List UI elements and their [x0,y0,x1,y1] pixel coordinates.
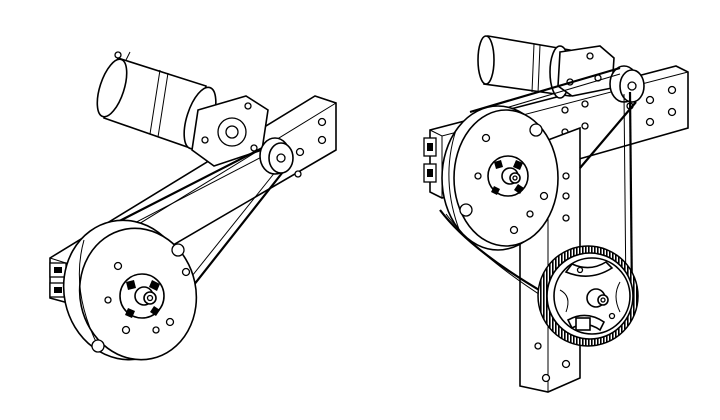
plate-hole [562,214,570,222]
rail-hole [645,95,655,105]
pulley-hole [459,203,473,217]
drive-pulley [259,137,294,175]
pulley-hole [165,317,175,327]
rail-hole [667,85,677,95]
pulley-hole [509,225,519,235]
pulley-hole [181,267,191,277]
plate-hole [561,359,571,369]
pulley-hole [526,210,534,218]
pulley-hole [474,172,482,180]
assembly-right [423,35,689,393]
rail-hole [667,107,677,117]
pulley-hole [481,133,491,143]
hub [119,273,165,319]
rail-hole [317,117,327,127]
motor-mount [557,45,615,97]
pulley-hole [171,243,185,257]
pulley-hole [104,296,112,304]
mount-hole [244,102,252,110]
mount-hole [586,52,594,60]
pulley-hole [121,325,131,335]
gear-clamp [575,317,591,331]
rail-hole [317,135,327,145]
rail-hole [645,117,655,127]
pulley-hole [91,339,105,353]
motor-terminal [114,51,122,59]
rail-hole [294,170,302,178]
hub [487,155,529,197]
plate-hole [534,342,542,350]
drive-pulley [609,65,645,103]
plate-hole [562,172,570,180]
assembly-left [49,51,337,361]
pulley-hole [152,326,160,334]
pulley-hole [529,123,543,137]
rail-hole [581,122,589,130]
plate-hole [562,192,570,200]
pulley-hole [113,261,123,271]
rail-hole [581,100,589,108]
plate-hole [541,373,551,383]
motor [477,35,571,99]
gear [537,245,639,347]
rail-hole [561,106,569,114]
mount-hole [201,136,209,144]
pulley-hole [539,191,549,201]
rail-hole [295,147,305,157]
